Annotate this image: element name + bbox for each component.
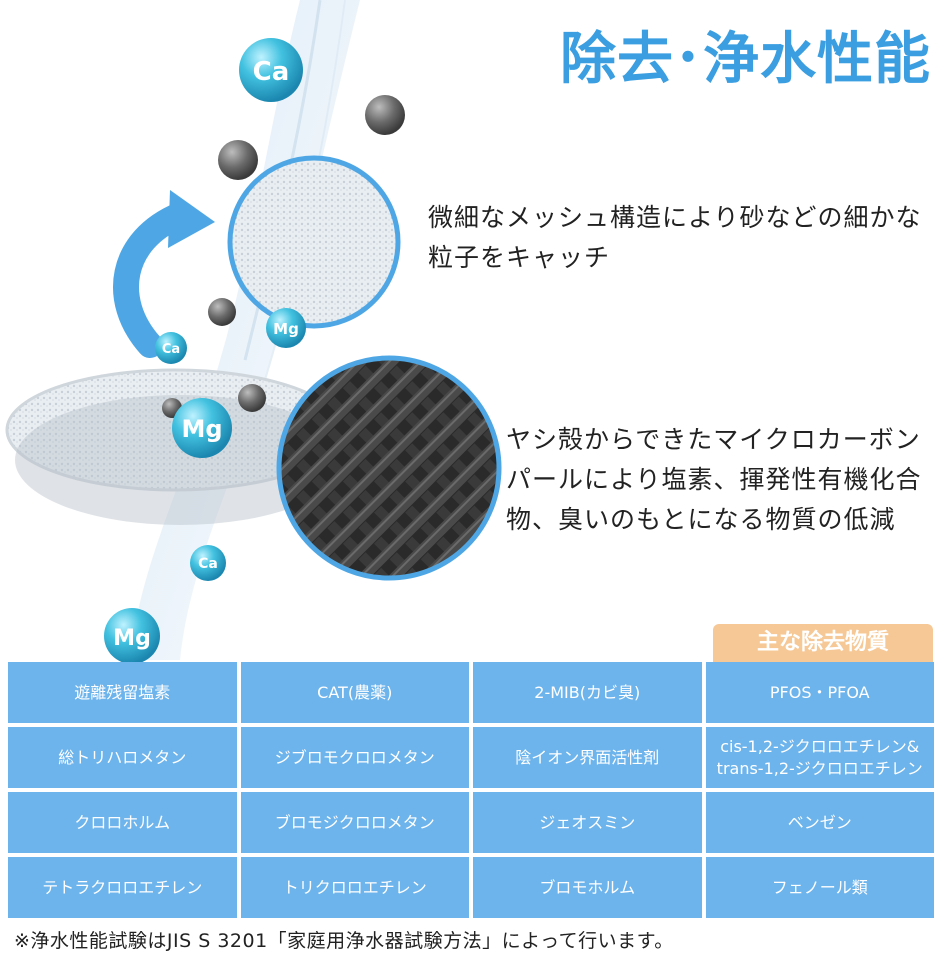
page-title: 除去･浄水性能 [560, 27, 931, 92]
ion-label: Mg [113, 626, 151, 651]
table-cell: cis-1,2-ジクロロエチレン& trans-1,2-ジクロロエチレン [705, 727, 934, 788]
table-cell: テトラクロロエチレン [8, 857, 237, 918]
ion-label: Mg [273, 320, 299, 338]
table-cell: ジェオスミン [473, 792, 702, 853]
ion-label: Mg [181, 415, 222, 443]
table-cell: クロロホルム [8, 792, 237, 853]
ion-label: Ca [253, 57, 290, 87]
carbon-closeup [276, 355, 502, 581]
impurity-ball [365, 95, 405, 135]
water-stream [130, 0, 360, 660]
calcium-ion [190, 545, 226, 581]
ion-label: Ca [162, 342, 180, 357]
calcium-ion [155, 332, 187, 364]
impurity-ball [208, 298, 236, 326]
magnesium-ion [266, 308, 306, 348]
table-cell: 2-MIB(カビ臭) [473, 662, 702, 723]
feature-line: 粒子をキャッチ [428, 243, 611, 272]
table-cell: ブロモジクロロメタン [240, 792, 469, 853]
mesh-closeup [227, 155, 401, 329]
table-cell: CAT(農薬) [240, 662, 469, 723]
table-cell: フェノール類 [705, 857, 934, 918]
table-cell: 遊離残留塩素 [8, 662, 237, 723]
feature-carbon-description: ヤシ殻からできたマイクロカーボン パールにより塩素、揮発性有機化合 物、臭いのも… [506, 420, 936, 540]
table-cell: 陰イオン界面活性剤 [473, 727, 702, 788]
impurity-ball [218, 140, 258, 180]
magnesium-ion [104, 608, 160, 664]
table-cell: ベンゼン [705, 792, 934, 853]
magnesium-ion [172, 398, 232, 458]
feature-line: ヤシ殻からできたマイクロカーボン [506, 425, 921, 454]
feature-mesh-description: 微細なメッシュ構造により砂などの細かな 粒子をキャッチ [428, 198, 928, 278]
removed-substances-badge: 主な除去物質 [713, 624, 933, 662]
feature-line: パールにより塩素、揮発性有機化合 [506, 465, 922, 494]
curved-arrow-icon [113, 202, 193, 358]
removed-substances-table: 遊離残留塩素 CAT(農薬) 2-MIB(カビ臭) PFOS・PFOA 総トリハ… [8, 662, 934, 918]
feature-line: 微細なメッシュ構造により砂などの細かな [428, 203, 922, 232]
table-cell: ジブロモクロロメタン [240, 727, 469, 788]
table-cell: トリクロロエチレン [240, 857, 469, 918]
feature-line: 物、臭いのもとになる物質の低減 [506, 505, 896, 534]
ion-label: Ca [198, 556, 218, 572]
table-cell: 総トリハロメタン [8, 727, 237, 788]
test-method-note: ※浄水性能試験はJIS S 3201「家庭用浄水器試験方法」によって行います。 [14, 930, 674, 952]
table-cell: ブロモホルム [473, 857, 702, 918]
table-cell: PFOS・PFOA [705, 662, 934, 723]
impurity-ball [238, 384, 266, 412]
calcium-ion [239, 38, 303, 102]
